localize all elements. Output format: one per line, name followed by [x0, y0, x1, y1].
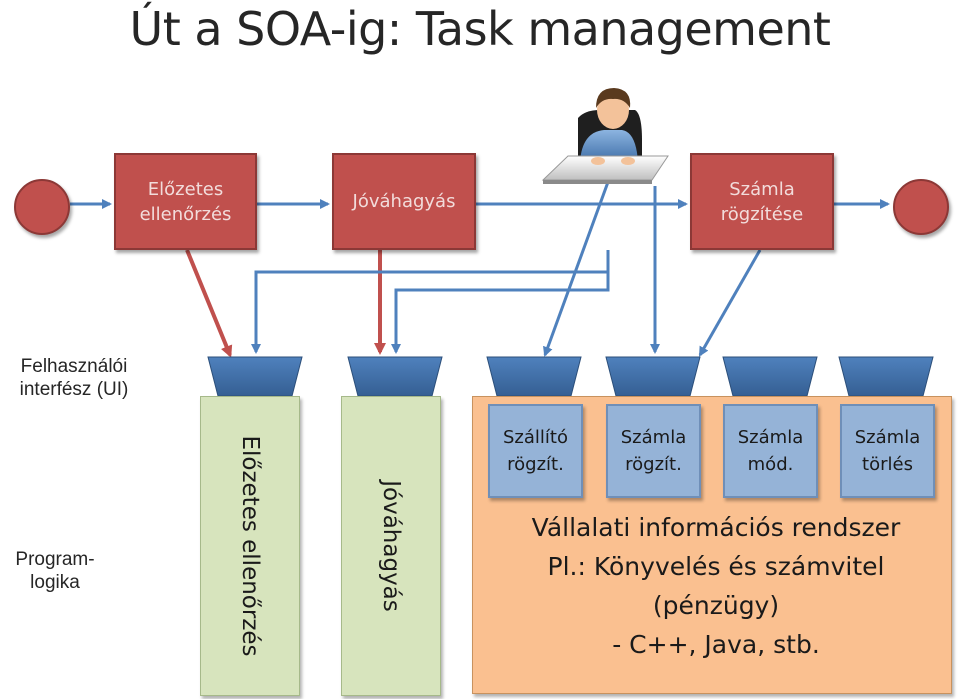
service-invoice-modify-label: Számla mód. [737, 427, 804, 475]
logic-column-approval-label: Jóváhagyás [378, 480, 404, 612]
erp-line-4: - C++, Java, stb. [612, 630, 820, 659]
ui-block-4 [605, 356, 701, 397]
blue-connector-2 [391, 272, 610, 354]
logic-column-preliminary-check: Előzetes ellenőrzés [200, 396, 300, 696]
user-at-desk-icon [541, 88, 669, 184]
service-supplier-entry-label: Szállító rögzít. [503, 427, 568, 475]
process-step-invoice-entry: Számla rögzítése [690, 153, 834, 250]
process-step-approval: Jóváhagyás [332, 153, 476, 250]
erp-line-1: Vállalati információs rendszer [531, 513, 901, 542]
blue-arrow-5 [698, 249, 762, 357]
end-circle [893, 179, 949, 235]
blue-connector-1 [251, 250, 610, 354]
logic-column-preliminary-check-label: Előzetes ellenőrzés [237, 435, 263, 657]
erp-line-2: Pl.: Könyvelés és számvitel [547, 552, 885, 581]
ui-block-1 [207, 356, 303, 397]
page-title: Út a SOA-ig: Task management [129, 2, 831, 56]
ui-block-5 [722, 356, 818, 397]
blue-arrow-3 [543, 181, 610, 357]
label-program-logic: Program-logika [15, 549, 95, 593]
ui-block-2 [347, 356, 443, 397]
erp-line-3: (pénzügy) [652, 591, 780, 620]
ui-block-3 [486, 356, 582, 397]
service-invoice-modify: Számla mód. [723, 404, 818, 498]
service-invoice-delete: Számla törlés [840, 404, 935, 498]
service-supplier-entry: Szállító rögzít. [488, 404, 583, 498]
process-step-approval-label: Jóváhagyás [352, 191, 456, 212]
process-step-invoice-entry-label: Számla rögzítése [720, 178, 804, 225]
red-arrow-1 [185, 249, 233, 358]
process-step-preliminary-check: Előzetes ellenőrzés [114, 153, 257, 250]
label-user-interface: Felhasználói interfész (UI) [19, 356, 129, 400]
start-circle [14, 179, 70, 235]
process-step-preliminary-check-label: Előzetes ellenőrzés [139, 178, 232, 225]
logic-column-approval: Jóváhagyás [341, 396, 441, 696]
service-invoice-delete-label: Számla törlés [854, 427, 921, 475]
service-invoice-entry: Számla rögzít. [606, 404, 701, 498]
ui-block-6 [838, 356, 934, 397]
erp-description: Vállalati információs rendszer Pl.: Köny… [472, 508, 960, 664]
service-invoice-entry-label: Számla rögzít. [620, 427, 687, 475]
